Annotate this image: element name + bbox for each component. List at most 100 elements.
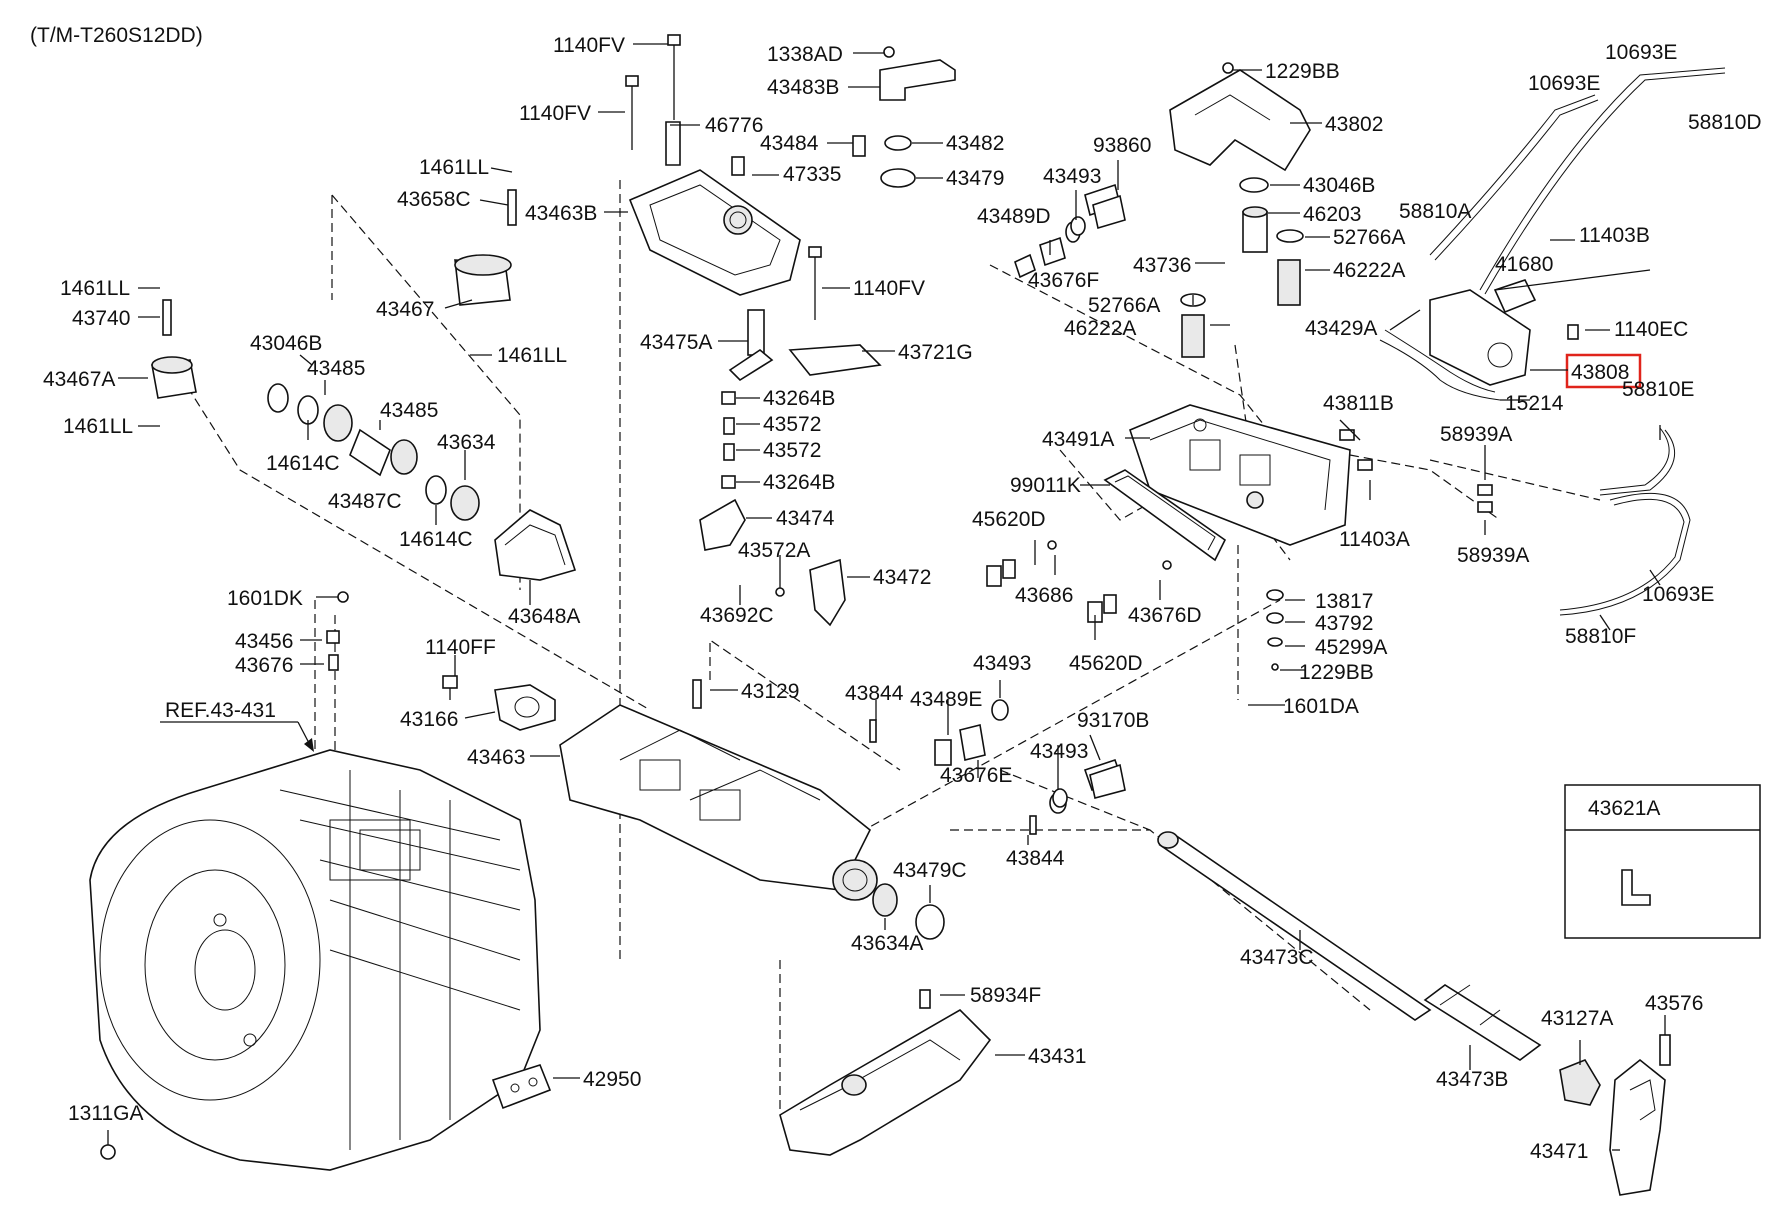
plate-43808 [1379,279,1537,401]
shift-shaft-43473c [1157,831,1542,1061]
part-label: 99011K [1010,474,1081,497]
part-label: 43463B [525,202,597,225]
part-label: 14614C [266,452,340,475]
part-label: 43736 [1133,254,1191,277]
part-label: 43692C [700,604,774,627]
part-label: 41680 [1495,253,1553,276]
part-label: 1461LL [63,415,133,438]
highlight-box [1565,353,1642,389]
part-label: 43487C [328,490,402,513]
part-label: 43572 [763,413,821,436]
filters-45620d [986,540,1284,671]
part-label: 43129 [741,680,799,703]
part-label: 47335 [783,163,841,186]
sleeve-43467 [151,189,517,399]
bolt-1140fv [625,34,822,320]
part-label: 43676F [1028,269,1099,292]
part-label: 1461LL [419,156,489,179]
part-label: 43429A [1305,317,1377,340]
part-label: 43467 [376,298,434,321]
reference-label: REF.43-431 [165,699,276,722]
part-label: 43634A [851,932,923,955]
bolt-1311ga [100,1144,116,1160]
part-label: 1229BB [1299,661,1374,684]
part-label: 43473C [1240,946,1314,969]
part-label: 43485 [307,357,365,380]
connector-42950 [491,1064,552,1110]
part-label: 45620D [972,508,1046,531]
part-label: 43046B [1303,174,1375,197]
part-label: 1140EC [1614,318,1688,341]
shift-cover-43463b [628,121,801,296]
part-label: 43811B [1323,392,1394,415]
oil-pipes [1339,67,1726,616]
part-label: 14614C [399,528,473,551]
part-label: 93170B [1077,709,1149,732]
part-label: 1461LL [60,277,130,300]
part-label: 93860 [1093,134,1151,157]
part-label: 1229BB [1265,60,1340,83]
part-label: 1311GA [68,1102,144,1125]
part-label: 43482 [946,132,1004,155]
part-label: 43493 [1030,740,1088,763]
part-label: 1601DA [1283,695,1359,718]
part-label: 10693E [1642,583,1714,606]
part-label: 43475A [640,331,712,354]
part-label: 43166 [400,708,458,731]
sensors [1052,194,1126,808]
part-label: 43686 [1015,584,1073,607]
lever-43471 [1559,1034,1671,1196]
part-label: 43572 [763,439,821,462]
part-label: 10693E [1605,41,1677,64]
part-label: 43491A [1042,428,1114,451]
part-label: 43264B [763,471,835,494]
leader-lines [107,43,1666,1151]
seal-rings-group [267,383,577,581]
part-label: 43493 [1043,165,1101,188]
part-label: 43479 [946,167,1004,190]
part-label: 43484 [760,132,819,155]
model-code-label: (T/M-T260S12DD) [30,24,203,47]
part-label: 43792 [1315,612,1373,635]
part-label: 43802 [1325,113,1383,136]
part-label: 43127A [1541,1007,1613,1030]
part-label: 43489E [910,688,982,711]
part-label: 58939A [1440,423,1512,446]
transmission-case [89,749,541,1171]
part-label: 1140FV [519,102,591,125]
part-label: 43844 [1006,847,1065,870]
inset-part-label: 43621A [1588,797,1660,820]
part-label: 43431 [1028,1045,1086,1068]
part-label: 42950 [583,1068,641,1091]
part-label: 43489D [977,205,1051,228]
detent-pins [699,391,846,627]
part-label: 46203 [1303,203,1361,226]
part-label: 43483B [767,76,839,99]
part-label: 52766A [1333,226,1405,249]
seals-43634a-43479c [872,883,945,940]
part-label: 43572A [738,539,810,562]
part-label: 10693E [1528,72,1600,95]
part-label: 43471 [1530,1140,1588,1163]
part-label: 1140FV [553,34,625,57]
part-label: 52766A [1088,294,1160,317]
part-label: 58810A [1399,200,1471,223]
part-label: 43485 [380,399,438,422]
gasket-99011k [1103,469,1227,562]
part-label: 43474 [776,507,835,530]
part-label: 43634 [437,431,496,454]
part-label: 1338AD [767,43,843,66]
part-labels: (T/M-T260S12DD) REF.43-431 43621A 43808 … [30,24,1762,1163]
part-label: 43844 [845,682,904,705]
part-label: 43463 [467,746,525,769]
solenoids [1014,183,1304,358]
valve-cover-43802 [1169,62,1311,193]
part-label: 43467A [43,368,115,391]
servo-43431 [779,989,992,1156]
part-label: 43264B [763,387,835,410]
part-label: 43472 [873,566,931,589]
part-label: 43648A [508,605,580,628]
part-label: 43676E [940,764,1012,787]
part-label: 46776 [705,114,763,137]
